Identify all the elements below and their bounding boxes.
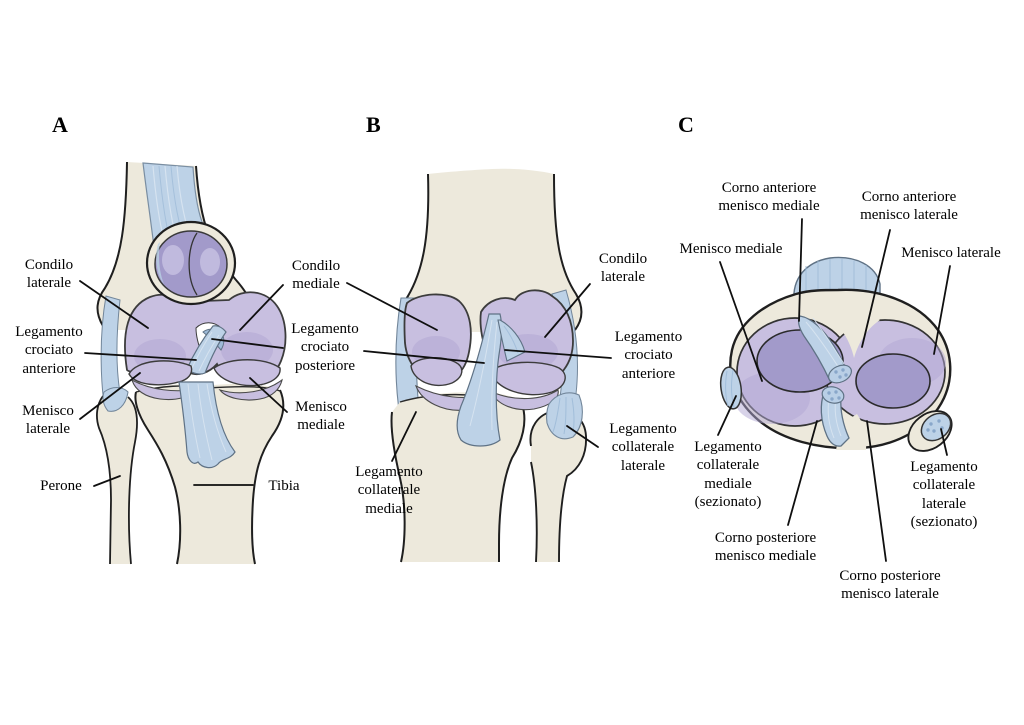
panel-b-drawing bbox=[390, 168, 587, 563]
label-legamento-crociato-posteriore-ab: Legamento crociato posteriore bbox=[291, 321, 359, 374]
lateral-meniscus-b bbox=[490, 361, 566, 396]
patellar-tendon-a bbox=[178, 381, 236, 469]
medial-meniscus-b bbox=[410, 357, 463, 387]
label-corno-anteriore-menisco-mediale: Corno anteriore menisco mediale bbox=[718, 180, 820, 215]
panel-letter-a: A bbox=[52, 112, 68, 137]
label-menisco-mediale-c: Menisco mediale bbox=[679, 241, 783, 257]
lateral-meniscus-a bbox=[128, 360, 193, 386]
label-condilo-laterale-b: Condilo laterale bbox=[598, 251, 648, 286]
tibia-a bbox=[135, 383, 284, 564]
panel-c-drawing bbox=[719, 256, 953, 452]
label-condilo-laterale-a: Condilo laterale bbox=[24, 257, 74, 292]
label-corno-posteriore-menisco-mediale: Corno posteriore menisco mediale bbox=[714, 530, 817, 565]
label-menisco-laterale-a: Menisco laterale bbox=[22, 403, 74, 438]
anterior-cruciate-a bbox=[186, 325, 227, 375]
cruciate-band-b bbox=[456, 313, 503, 447]
label-tibia: Tibia bbox=[268, 478, 300, 494]
label-legamento-collaterale-mediale-b: Legamento collaterale mediale bbox=[355, 464, 423, 517]
label-perone: Perone bbox=[40, 478, 82, 494]
label-legamento-crociato-anteriore-a: Legamento crociato anteriore bbox=[15, 324, 83, 377]
label-legamento-collaterale-laterale-c: Legamento collaterale laterale (sezionat… bbox=[910, 459, 978, 530]
fibula-b bbox=[530, 410, 587, 562]
label-corno-anteriore-menisco-laterale: Corno anteriore menisco laterale bbox=[860, 189, 958, 224]
panel-letter-b: B bbox=[366, 112, 381, 137]
label-legamento-collaterale-mediale-c: Legamento collaterale mediale (sezionato… bbox=[694, 439, 762, 510]
label-menisco-laterale-c: Menisco laterale bbox=[901, 245, 1001, 261]
label-menisco-mediale-a: Menisco mediale bbox=[295, 399, 347, 434]
lateral-condyle-surface-c bbox=[855, 353, 931, 409]
panel-a-drawing bbox=[96, 161, 287, 565]
label-legamento-collaterale-laterale-b: Legamento collaterale laterale bbox=[609, 421, 677, 474]
medial-meniscus-a bbox=[213, 359, 281, 387]
panel-letter-c: C bbox=[678, 112, 694, 137]
leader-lines bbox=[79, 218, 951, 562]
label-corno-posteriore-menisco-laterale: Corno posteriore menisco laterale bbox=[839, 568, 941, 603]
label-legamento-crociato-anteriore-b: Legamento crociato anteriore bbox=[614, 329, 683, 382]
label-condilo-mediale-ab: Condilo mediale bbox=[291, 258, 341, 293]
